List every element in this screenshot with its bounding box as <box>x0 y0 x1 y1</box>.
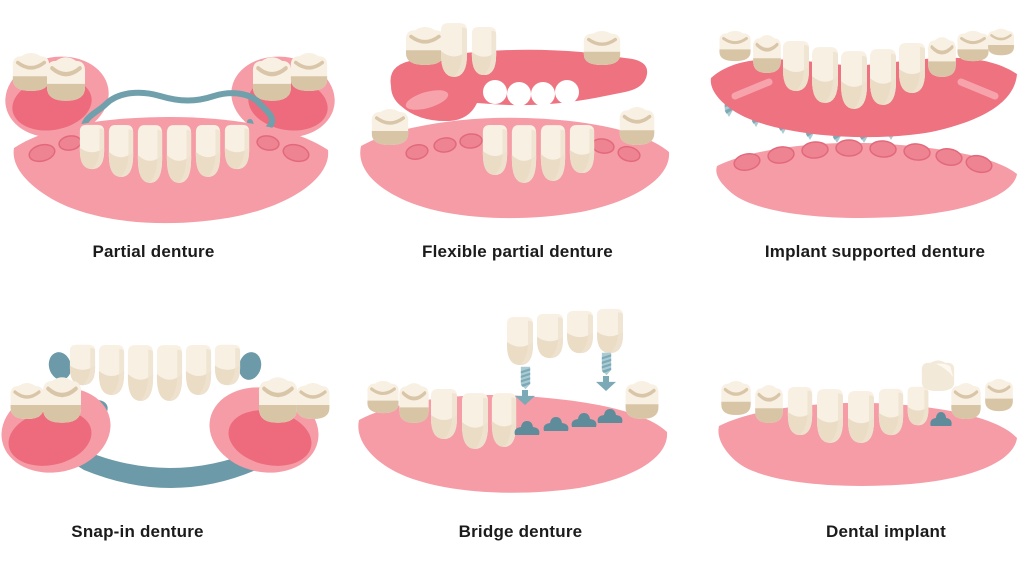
flexible-partial-denture-illustration <box>360 23 670 219</box>
panel-dental-implant: Dental implant <box>682 280 1024 561</box>
panel-label: Partial denture <box>92 242 215 261</box>
bridge-denture-illustration <box>358 308 668 493</box>
panel-snap-in-denture: Snap-in denture <box>0 280 341 561</box>
lower-jaw <box>360 106 670 219</box>
implant-supported-denture-illustration <box>710 28 1017 218</box>
dental-implant-illustration <box>717 360 1017 486</box>
implant-crown <box>921 360 954 392</box>
panel-label: Bridge denture <box>458 522 583 541</box>
panel-partial-denture: Partial denture <box>0 0 341 280</box>
panel-label: Snap-in denture <box>71 522 204 541</box>
panel-label: Dental implant <box>826 522 946 541</box>
panel-label: Flexible partial denture <box>422 242 613 261</box>
panel-implant-supported-denture: Implant supported denture <box>682 0 1024 280</box>
panel-bridge-denture: Bridge denture <box>341 280 682 561</box>
flexible-denture-base <box>390 23 648 122</box>
left-gum-segment <box>1 377 111 473</box>
panel-flexible-partial-denture: Flexible partial denture <box>341 0 682 280</box>
right-gum-segment <box>209 377 332 473</box>
denture-teeth-row <box>69 344 241 401</box>
lower-jaw <box>717 378 1017 486</box>
panel-label: Implant supported denture <box>764 242 986 261</box>
snap-in-denture-illustration <box>1 344 332 488</box>
bridge-implant-screws <box>515 352 616 405</box>
upper-denture <box>710 28 1017 138</box>
lower-gum-ridge <box>715 139 1017 218</box>
upper-left-teeth-segment <box>5 52 109 138</box>
partial-denture-illustration <box>5 52 335 224</box>
lower-jaw <box>358 380 668 493</box>
lower-jaw <box>13 117 329 224</box>
denture-clasp-tabs <box>48 352 262 380</box>
